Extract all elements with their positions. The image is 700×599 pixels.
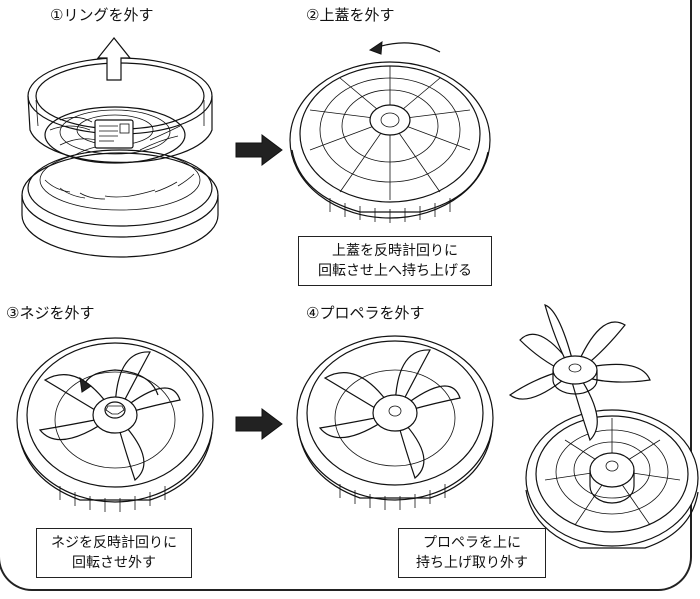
screw-instruction-line-1: ネジを反時計回りに xyxy=(51,535,177,551)
fan-cover-illustration xyxy=(289,61,491,223)
cover-instruction-line-1: 上蓋を反時計回りに xyxy=(332,243,458,259)
cover-instruction-line-2: 回転させ上へ持ち上げる xyxy=(318,263,472,279)
step-4-title: ④プロペラを外す xyxy=(306,304,425,322)
step-3-title: ③ネジを外す xyxy=(6,304,95,322)
up-arrow-icon xyxy=(96,37,132,81)
fan-with-ring-illustration xyxy=(21,57,219,258)
screw-instruction-callout: ネジを反時計回りに 回転させ外す xyxy=(36,528,192,578)
right-arrow-icon xyxy=(235,134,283,166)
step-1-title: ①リングを外す xyxy=(50,6,154,24)
propeller-instruction-callout: プロペラを上に 持ち上げ取り外す xyxy=(398,528,546,578)
right-arrow-icon xyxy=(235,408,283,440)
counterclockwise-arrow-icon xyxy=(368,41,441,55)
diagram-frame xyxy=(0,0,692,591)
step-2-title: ②上蓋を外す xyxy=(306,6,395,24)
propeller-instruction-line-2: 持ち上げ取り外す xyxy=(416,555,528,571)
fan-motor-illustration xyxy=(525,409,699,549)
propeller-illustration xyxy=(508,304,651,442)
screw-instruction-line-2: 回転させ外す xyxy=(72,555,156,571)
counterclockwise-arrow-icon xyxy=(79,369,159,396)
fan-screw-illustration xyxy=(16,337,214,512)
propeller-instruction-line-1: プロペラを上に xyxy=(423,535,521,551)
cover-instruction-callout: 上蓋を反時計回りに 回転させ上へ持ち上げる xyxy=(298,236,492,286)
fan-without-screw-illustration xyxy=(296,335,494,510)
